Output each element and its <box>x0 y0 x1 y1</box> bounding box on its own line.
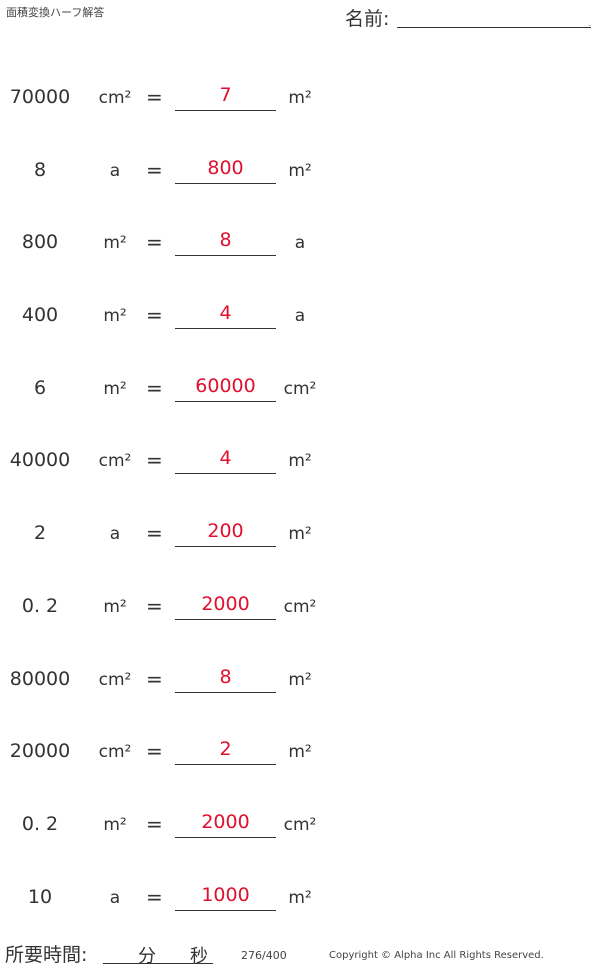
time-label: 所要時間: <box>5 944 88 966</box>
to-unit: a <box>294 306 306 327</box>
problem-value: 800 <box>21 231 59 254</box>
equals-sign: = <box>146 85 163 109</box>
name-dot: . <box>588 19 591 28</box>
to-unit: cm² <box>283 378 317 399</box>
to-unit: m² <box>288 451 312 472</box>
problem-value: 0. 2 <box>21 594 59 617</box>
answer-field[interactable]: 4 <box>175 302 276 330</box>
answer-field[interactable]: 2000 <box>175 811 276 838</box>
to-unit: m² <box>288 742 312 763</box>
page-count: 276/400 <box>241 949 287 962</box>
answer-field[interactable]: 200 <box>175 520 276 548</box>
from-unit: cm² <box>98 451 132 472</box>
from-unit: a <box>109 524 121 545</box>
to-unit: m² <box>288 669 312 690</box>
to-unit: m² <box>288 88 312 108</box>
minutes-label: 分 <box>138 946 156 967</box>
problem-value: 8 <box>33 158 47 181</box>
copyright: Copyright © Alpha Inc All Rights Reserve… <box>329 950 544 961</box>
problem-row: 40000 cm² = 4 m² <box>0 425 340 498</box>
answer-field[interactable]: 8 <box>175 229 276 257</box>
equals-sign: = <box>146 230 163 255</box>
from-unit: a <box>109 887 121 908</box>
equals-sign: = <box>146 521 163 546</box>
from-unit: cm² <box>98 742 132 763</box>
equals-sign: = <box>146 739 163 764</box>
equals-sign: = <box>146 884 163 909</box>
footer: 所要時間: 分 秒 276/400 Copyright © Alpha Inc … <box>0 938 600 967</box>
from-unit: cm² <box>98 88 132 108</box>
problem-value: 40000 <box>9 449 71 472</box>
problem-value: 0. 2 <box>21 812 59 835</box>
problem-row: 10 a = 1000 m² <box>0 862 340 935</box>
equals-sign: = <box>146 811 163 836</box>
from-unit: m² <box>103 814 127 835</box>
from-unit: m² <box>103 378 127 399</box>
problem-value: 2 <box>33 522 47 545</box>
problem-row: 20000 cm² = 2 m² <box>0 716 340 789</box>
problem-row: 0. 2 m² = 2000 cm² <box>0 571 340 644</box>
sheet-title: 面積変換ハーフ解答 <box>6 6 105 19</box>
from-unit: m² <box>103 306 127 327</box>
equals-sign: = <box>146 375 163 400</box>
equals-sign: = <box>146 448 163 473</box>
problem-row: 8 a = 800 m² <box>0 135 340 208</box>
problem-value: 10 <box>27 885 53 908</box>
to-unit: cm² <box>283 596 317 617</box>
time-underline[interactable] <box>103 963 213 964</box>
from-unit: cm² <box>98 669 132 690</box>
equals-sign: = <box>146 303 163 328</box>
answer-field[interactable]: 800 <box>175 157 276 184</box>
from-unit: m² <box>103 233 127 254</box>
from-unit: a <box>109 160 121 181</box>
equals-sign: = <box>146 593 163 618</box>
to-unit: m² <box>288 160 312 181</box>
problem-row: 2 a = 200 m² <box>0 498 340 571</box>
to-unit: a <box>294 233 306 254</box>
answer-field[interactable]: 7 <box>175 84 276 111</box>
from-unit: m² <box>103 596 127 617</box>
problem-row: 0. 2 m² = 2000 cm² <box>0 789 340 862</box>
problem-row: 80000 cm² = 8 m² <box>0 644 340 717</box>
problem-value: 6 <box>33 376 47 399</box>
name-field[interactable]: 名前: . <box>345 4 595 30</box>
equals-sign: = <box>146 666 163 691</box>
problem-value: 400 <box>21 304 59 327</box>
problem-value: 80000 <box>9 667 71 690</box>
answer-field[interactable]: 8 <box>175 666 276 693</box>
answer-field[interactable]: 60000 <box>175 375 276 402</box>
answer-field[interactable]: 1000 <box>175 884 276 911</box>
problem-row: 70000 cm² = 7 m² <box>0 62 340 135</box>
name-label: 名前: <box>345 8 390 30</box>
answer-field[interactable]: 4 <box>175 447 276 475</box>
problem-value: 70000 <box>9 86 71 108</box>
name-underline <box>397 27 591 28</box>
problem-row: 6 m² = 60000 cm² <box>0 353 340 426</box>
seconds-label: 秒 <box>190 946 208 967</box>
answer-field[interactable]: 2 <box>175 738 276 766</box>
to-unit: cm² <box>283 814 317 835</box>
to-unit: m² <box>288 887 312 908</box>
answer-field[interactable]: 2000 <box>175 593 276 620</box>
to-unit: m² <box>288 524 312 545</box>
problem-value: 20000 <box>9 740 71 763</box>
equals-sign: = <box>146 157 163 182</box>
